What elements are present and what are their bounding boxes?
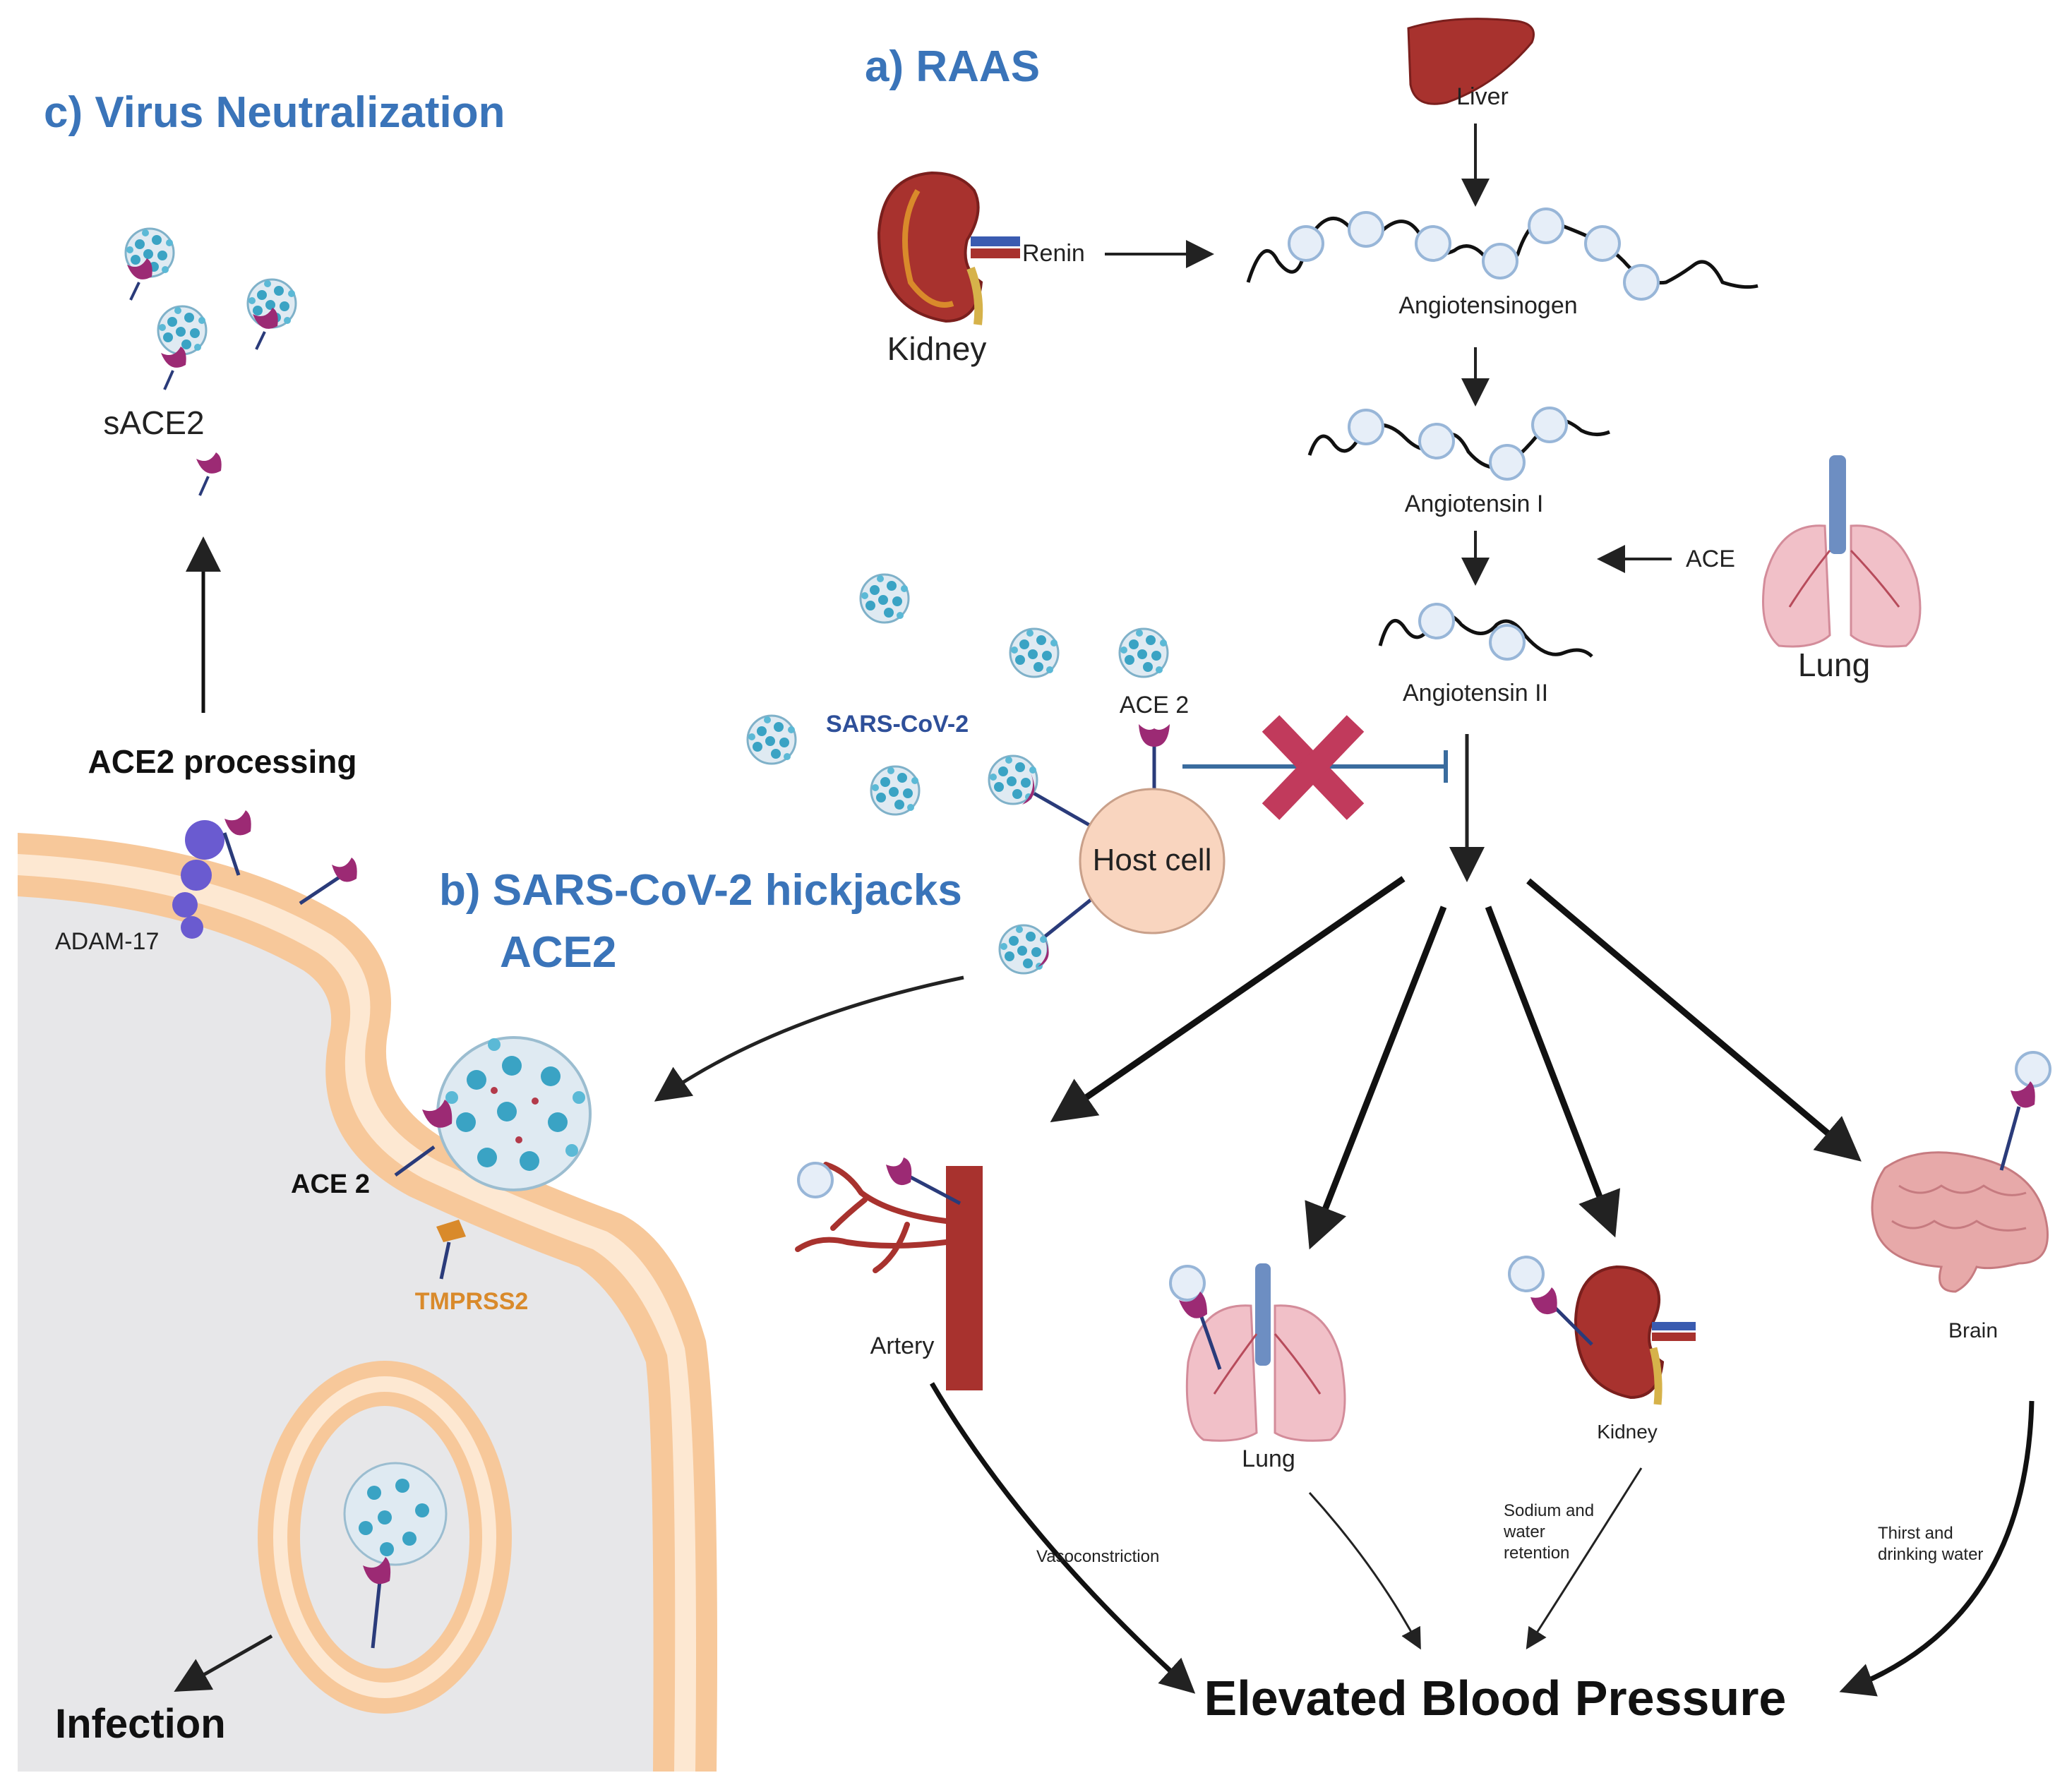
ace-label: ACE [1686,546,1735,572]
liver-icon [1407,18,1535,105]
sodium-label: Sodium and water retention [1503,1501,1599,1563]
entry-arrow [654,975,964,1102]
sodium-effect-arrow [1526,1467,1643,1650]
soluble-ace2-icon [196,452,222,496]
kidney-bottom-icon [1574,1265,1696,1405]
arrow-to-kidney [1485,906,1621,1238]
sars-cov2-label: SARS-CoV-2 [826,711,969,738]
arrow-to-brain [1526,878,1862,1162]
angiotensin-1-chain [1307,407,1610,481]
virus-particle [1118,627,1169,678]
infection-label: Infection [55,1701,226,1747]
arrow-to-artery [1050,876,1406,1123]
angiotensinogen-label: Angiotensinogen [1398,292,1577,319]
adam17-label: ADAM-17 [55,928,159,955]
lung-top-label: Lung [1798,647,1870,683]
virus-particle [1009,627,1060,678]
docking-ace2-icon [394,1100,453,1177]
kidney-receptor-icon [1530,1287,1593,1346]
angiotensin-2-label: Angiotensin II [1403,680,1548,706]
artery-icon [795,1162,983,1390]
section-b-title-line1: b) SARS-CoV-2 hickjacks [439,866,962,915]
endosome-ace2-icon [363,1557,391,1649]
elevated-blood-pressure-label: Elevated Blood Pressure [1204,1671,1787,1726]
brain-label: Brain [1948,1319,1998,1342]
host-cell-label: Host cell [1093,843,1212,877]
vasoconstriction-arrow [929,1382,1196,1694]
kidney-angiotensin-bead [1508,1256,1545,1292]
artery-label: Artery [870,1333,935,1359]
sace2-label: sACE2 [103,404,204,441]
membrane-receptor-icon [299,858,357,906]
neutralized-virus [157,305,208,356]
adam17-icon [172,820,224,939]
ace2-receptor-icon [1139,724,1170,776]
section-a-title: a) RAAS [865,42,1040,91]
membrane-ace2-label: ACE 2 [291,1169,370,1199]
lung-bottom-icon [1185,1263,1346,1442]
vasoconstriction-label: Vasoconstriction [1036,1547,1159,1566]
kidney-label: Kidney [887,330,987,367]
artery-angiotensin-bead [797,1162,834,1198]
lung-receptor-icon [1179,1292,1222,1370]
kidney-bottom-label: Kidney [1597,1421,1658,1443]
tmprss2-icon [436,1220,466,1280]
blocked-x-icon [1262,715,1365,820]
liver-label: Liver [1456,83,1509,110]
bound-virus-icon [988,754,1038,805]
angiotensin-1-label: Angiotensin I [1405,491,1544,517]
virus-particle [746,714,797,765]
infection-arrow [174,1634,273,1692]
membrane-receptor-icon [222,810,251,876]
docking-virus-icon [436,1036,592,1191]
ace2-processing-label: ACE2 processing [88,743,357,780]
soluble-ace2-icon [253,308,278,350]
artery-receptor-icon [886,1157,961,1205]
brain-receptor-icon [1999,1081,2035,1171]
endosome-virus-icon [343,1462,448,1566]
lung-icon [1762,455,1922,648]
host-cell [1015,740,1226,944]
lung-bottom-label: Lung [1242,1445,1295,1472]
kidney-icon [877,171,1020,325]
virus-particle [870,765,921,816]
section-c-title: c) Virus Neutralization [44,88,505,137]
brain-icon [1871,1151,2049,1293]
tmprss2-label: TMPRSS2 [415,1288,529,1315]
virus-particle [859,573,910,624]
brain-angiotensin-bead [2015,1051,2051,1088]
angiotensin-2-chain [1378,603,1593,661]
thirst-effect-arrow [1839,1400,2035,1697]
angiotensinogen-chain [1246,208,1759,301]
arrow-to-lung [1305,906,1447,1250]
bound-virus-icon [998,924,1049,975]
soluble-ace2-icon [127,258,152,301]
lung-effect-arrow [1308,1491,1421,1650]
host-ace2-label: ACE 2 [1120,692,1189,718]
thirst-label: Thirst and drinking water [1878,1524,1983,1564]
section-b-title-line2: ACE2 [500,928,616,977]
soluble-ace2-icon [161,347,186,390]
renin-label: Renin [1022,240,1085,267]
